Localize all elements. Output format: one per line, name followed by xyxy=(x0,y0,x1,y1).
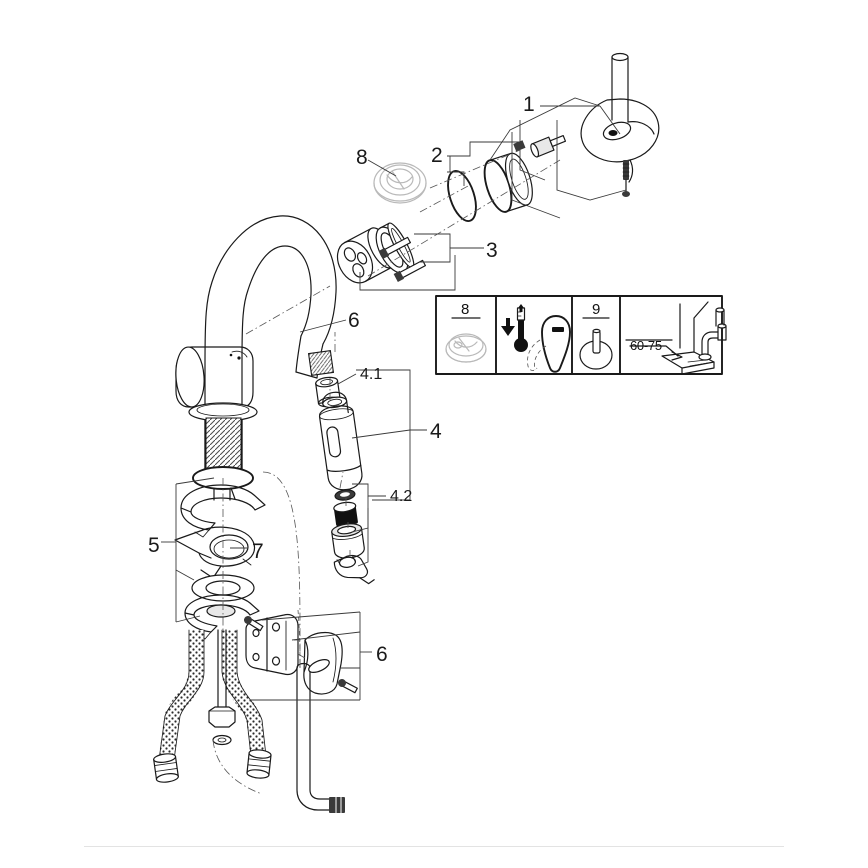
hose-guide-tube-group xyxy=(296,662,345,813)
leader-lines xyxy=(161,97,627,701)
dimension-label-60-75: 60-75 xyxy=(630,338,662,353)
callout-5: 5 xyxy=(148,534,160,557)
callout-1: 1 xyxy=(523,93,535,116)
callout-4-1: 4.1 xyxy=(360,366,383,383)
hose-weight-clip-group xyxy=(244,613,358,695)
callout-4-2: 4.2 xyxy=(390,488,413,505)
instruction-panel-group xyxy=(435,295,727,375)
callout-3: 3 xyxy=(486,239,498,262)
aerator-part xyxy=(373,162,427,204)
callout-7: 7 xyxy=(252,540,264,563)
spray-head-group xyxy=(307,349,375,585)
callout-6-weight: 6 xyxy=(376,643,388,666)
panel-cell-number-9: 9 xyxy=(592,301,601,318)
cartridge-stack-group xyxy=(336,135,567,284)
callout-4: 4 xyxy=(430,420,442,443)
assembly-axis-lines xyxy=(212,149,561,795)
callout-6-spout: 6 xyxy=(348,309,360,332)
callout-2: 2 xyxy=(431,144,443,167)
handle-assembly-group xyxy=(580,52,660,197)
callout-8-top: 8 xyxy=(356,146,368,169)
footer-divider xyxy=(84,846,784,847)
panel-cell-number-8: 8 xyxy=(461,301,470,318)
braided-hoses-group xyxy=(153,629,272,783)
